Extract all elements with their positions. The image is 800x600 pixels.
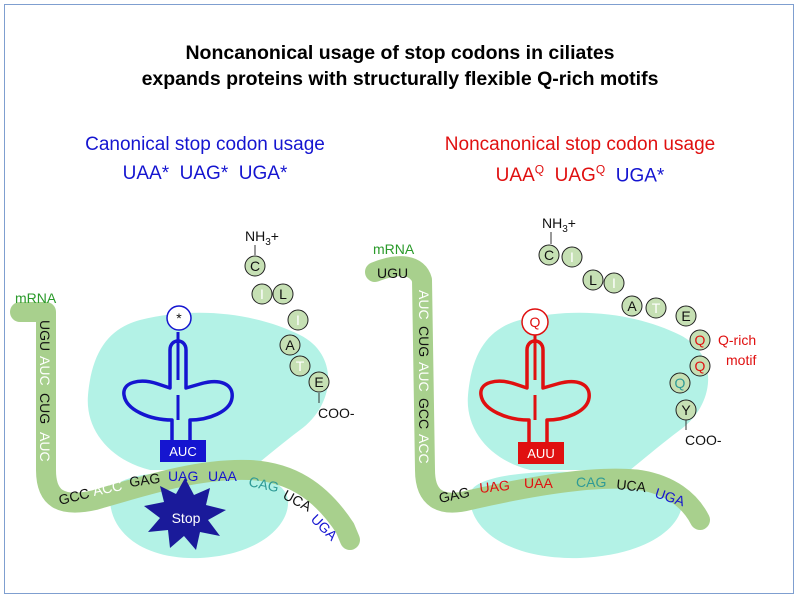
amino-acid-bead xyxy=(669,372,691,394)
amino-acid-label: E xyxy=(681,308,690,324)
anticodon-label: AUC xyxy=(169,444,196,459)
right-codons: UAAQ UAGQ UGA* xyxy=(410,163,750,187)
codon-ugu: UGU xyxy=(377,265,408,281)
anticodon-box xyxy=(518,442,564,464)
amino-acid-bead xyxy=(289,355,311,377)
amino-acid-label: T xyxy=(652,300,661,316)
codon-cag: CAG xyxy=(247,473,280,495)
nh3-label: NH3+ xyxy=(542,215,576,235)
title-line-1: Noncanonical usage of stop codons in cil… xyxy=(185,42,615,64)
codon-auc: AUC xyxy=(416,362,432,392)
right-vertical-codons: AUC CUG AUC GCC ACC xyxy=(416,290,432,464)
amino-acid-bead xyxy=(675,305,697,327)
codon-uga-stop: UGA* xyxy=(615,165,665,187)
amino-acid-bead xyxy=(603,272,625,294)
title-line-2: expands proteins with structurally flexi… xyxy=(141,68,659,90)
amino-acid-bead xyxy=(538,244,560,266)
left-mrna-label: mRNA xyxy=(15,290,57,306)
amino-acid-label: I xyxy=(296,312,300,328)
amino-acid-bead xyxy=(287,309,309,331)
amino-acid-bead xyxy=(251,283,273,305)
left-mrna-strand xyxy=(10,302,360,550)
codon-gag: GAG xyxy=(128,470,161,490)
amino-acid-label: L xyxy=(279,286,287,302)
amino-acid-bead xyxy=(308,371,330,393)
amino-acid-label: I xyxy=(260,286,264,302)
anticodon-label: AUU xyxy=(527,446,554,461)
right-bottom-codons: GAG UAG UAA CAG UCA UGA xyxy=(437,474,687,509)
amino-acid-bead xyxy=(244,255,266,277)
amino-acid-label: T xyxy=(296,358,305,374)
right-heading: Noncanonical stop codon usage xyxy=(444,134,716,155)
amino-acid-label: E xyxy=(314,374,323,390)
codon-acc: ACC xyxy=(91,477,123,499)
amino-acid-label: A xyxy=(285,337,295,353)
codon-uaa-q: UAAQ xyxy=(495,163,545,187)
codon-gag: GAG xyxy=(437,484,471,506)
codon-uaa: UAA xyxy=(524,475,553,491)
codon-cug: CUG xyxy=(37,393,53,424)
coo-label: COO- xyxy=(685,432,722,448)
codon-uaa: UAA xyxy=(208,468,237,484)
codon-uag: UAG xyxy=(479,477,511,496)
codon-uag: UAG xyxy=(168,468,198,484)
amino-acid-bead xyxy=(689,329,711,351)
coo-label: COO- xyxy=(318,405,355,421)
left-codons: UAA* UAG* UGA* xyxy=(122,163,288,184)
amino-acid-label: Y xyxy=(681,402,691,418)
codon-ugu: UGU xyxy=(37,320,53,351)
trna-top-label: Q xyxy=(530,314,541,330)
right-panel: mRNA UGU AUC CUG AUC GCC ACC GAG UAG UAA… xyxy=(365,215,756,559)
anticodon-box xyxy=(160,440,206,462)
codon-uag-q: UAGQ xyxy=(554,163,606,187)
trna-top-circle xyxy=(521,308,549,336)
figure-frame xyxy=(4,4,794,594)
codon-gcc: GCC xyxy=(416,398,432,429)
codon-gcc: GCC xyxy=(57,485,91,508)
left-heading: Canonical stop codon usage xyxy=(85,134,325,155)
amino-acid-label: C xyxy=(544,247,554,263)
stop-label: Stop xyxy=(172,510,201,526)
codon-cug: CUG xyxy=(416,326,432,357)
left-panel: mRNA UGU AUC CUG AUC GCC ACC GAG UAG UAA… xyxy=(10,228,360,559)
amino-acid-bead xyxy=(645,297,667,319)
amino-acid-label: A xyxy=(627,298,637,314)
trna-top-label: * xyxy=(176,310,182,326)
right-trna: Q AUU xyxy=(479,308,591,464)
amino-acid-label: I xyxy=(612,275,616,291)
codon-auc: AUC xyxy=(37,356,53,386)
motif-label: motif xyxy=(726,352,756,368)
trna-top-circle xyxy=(166,305,192,331)
codon-cag: CAG xyxy=(576,474,606,490)
stop-burst: Stop xyxy=(144,478,226,550)
codon-uca: UCA xyxy=(616,476,648,495)
amino-acid-label: Q xyxy=(695,332,706,348)
nh3-label: NH3+ xyxy=(245,228,279,248)
left-ribosome-large-subunit xyxy=(87,312,329,470)
amino-acid-bead xyxy=(279,334,301,356)
amino-acid-bead xyxy=(689,355,711,377)
amino-acid-label: Q xyxy=(675,375,686,391)
right-mrna-strand xyxy=(365,256,710,530)
amino-acid-bead xyxy=(272,283,294,305)
left-trna: * AUC xyxy=(122,305,234,462)
amino-acid-label: C xyxy=(250,258,260,274)
codon-auc: AUC xyxy=(37,432,53,462)
amino-acid-bead xyxy=(582,269,604,291)
codon-auc: AUC xyxy=(416,290,432,320)
amino-acid-label: Q xyxy=(695,358,706,374)
amino-acid-bead xyxy=(621,295,643,317)
amino-acid-bead xyxy=(561,246,583,268)
amino-acid-label: I xyxy=(570,249,574,265)
q-rich-label: Q-rich xyxy=(718,332,756,348)
left-vertical-codons: UGU AUC CUG AUC xyxy=(37,320,53,462)
amino-acid-label: L xyxy=(589,272,597,288)
right-mrna-label: mRNA xyxy=(373,241,415,257)
codon-acc: ACC xyxy=(416,434,432,464)
